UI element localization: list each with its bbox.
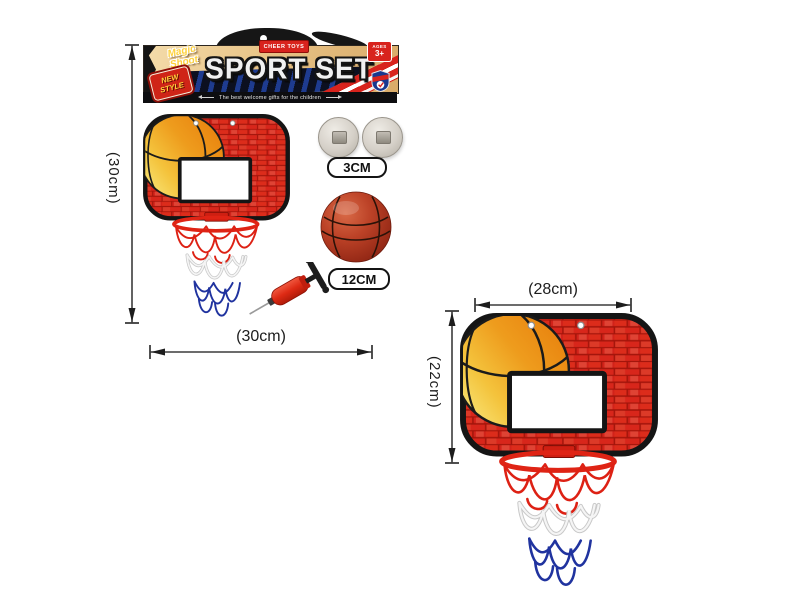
suction-cup-nub <box>332 131 347 144</box>
age-badge-line1: AGES <box>372 44 387 50</box>
federation-shield-icon <box>371 70 390 92</box>
age-badge: AGES 3+ <box>367 41 392 62</box>
dim-label-large-board-width: (28cm) <box>528 281 578 298</box>
ball-size-pill: 12CM <box>328 268 390 290</box>
tagline: The best welcome gifts for the children <box>219 94 321 101</box>
hang-hole-icon <box>260 35 267 42</box>
dim-label-small-board-width: (30cm) <box>236 328 286 345</box>
retail-package: CHEER TOYS SPORT SET Magic Shoot NEW STY… <box>143 28 399 104</box>
age-badge-line2: 3+ <box>374 48 385 58</box>
suction-cup-nub <box>376 131 391 144</box>
dim-arrow-small-board-width <box>149 345 373 359</box>
dim-arrow-large-board-width <box>474 298 632 312</box>
tagline-left-mark <box>198 95 215 99</box>
suction-cup-size-pill: 3CM <box>327 157 387 178</box>
dim-label-small-board-height: (30cm) <box>105 152 122 205</box>
tagline-right-mark <box>325 95 342 99</box>
mini-basketball <box>320 191 392 263</box>
dim-arrow-large-board-height <box>445 310 459 464</box>
dim-arrow-small-board-height <box>125 44 139 324</box>
suction-cup-left <box>318 117 359 158</box>
suction-cup-right <box>362 117 403 158</box>
dim-label-large-board-height: (22cm) <box>426 356 443 409</box>
large-backboard-hoop <box>460 313 658 600</box>
ball-size-label: 12CM <box>341 271 377 287</box>
suction-cup-size-label: 3CM <box>343 160 371 175</box>
hand-pump <box>249 262 330 315</box>
brand-banner-label: CHEER TOYS <box>263 43 305 50</box>
tagline-strip: The best welcome gifts for the children <box>143 92 397 103</box>
brand-banner: CHEER TOYS <box>259 40 309 53</box>
product-title: SPORT SET <box>205 52 373 85</box>
